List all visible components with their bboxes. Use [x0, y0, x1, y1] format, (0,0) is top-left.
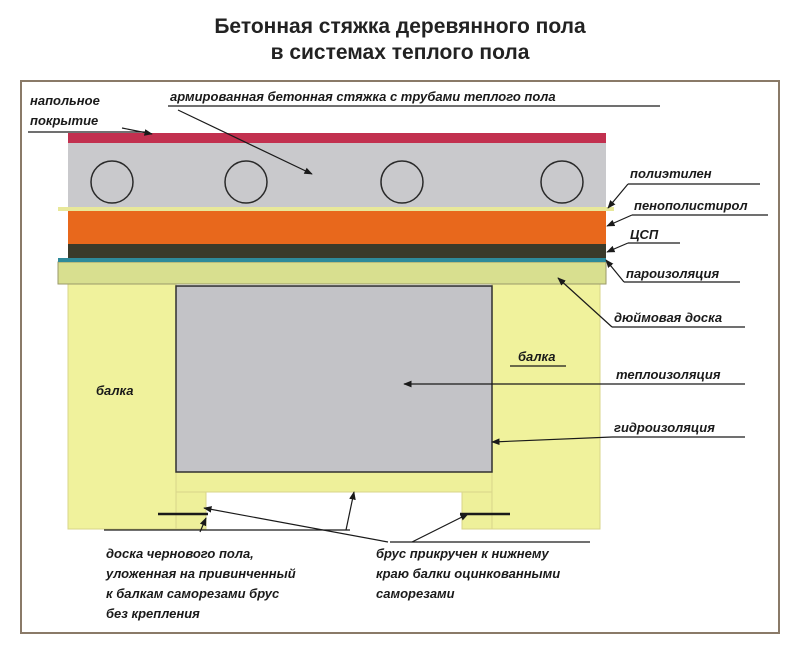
inch-board — [57, 261, 607, 285]
label-bar-2: краю балки оцинкованными — [376, 566, 560, 581]
polystyrene-layer — [68, 211, 606, 244]
leader-subfloor-1 — [345, 491, 356, 531]
beam-left — [67, 283, 177, 530]
label-waterproofing: гидроизоляция — [614, 420, 715, 435]
leader-polyethylene — [607, 183, 629, 209]
leader-subfloor-2 — [199, 517, 207, 533]
leader-bar-right — [411, 513, 469, 543]
leader-polystyrene — [606, 214, 633, 227]
title-line-2: в системах теплого пола — [270, 41, 530, 64]
leader-dsp — [606, 242, 629, 253]
label-screed: армированная бетонная стяжка с трубами т… — [170, 89, 556, 104]
leader-inch-board — [557, 277, 613, 328]
label-polyethylene: полиэтилен — [630, 166, 712, 181]
label-subfloor-3: к балкам саморезами брус — [106, 586, 280, 601]
label-subfloor-2: уложенная на привинченный — [105, 566, 296, 581]
leader-vapor-barrier — [605, 259, 625, 283]
vapor-barrier — [58, 258, 606, 262]
dsp-layer — [68, 244, 606, 258]
heating-pipe — [224, 160, 268, 204]
title-line-1: Бетонная стяжка деревянного пола — [214, 15, 586, 38]
subfloor-bar-right — [461, 491, 493, 530]
beam-right — [491, 283, 601, 530]
leader-bar-left — [203, 506, 389, 543]
label-polystyrene: пенополистирол — [634, 198, 748, 213]
leader-screed — [177, 109, 313, 175]
label-insulation: теплоизоляция — [616, 367, 721, 382]
label-subfloor-4: без крепления — [106, 606, 200, 621]
insulation-block — [175, 285, 493, 473]
floor-covering — [68, 133, 606, 143]
label-vapor-barrier: пароизоляция — [626, 266, 719, 281]
leader-floor-covering — [121, 127, 153, 136]
subfloor-bar-left — [175, 491, 207, 530]
label-dsp: ЦСП — [630, 227, 659, 242]
heating-pipe — [90, 160, 134, 204]
label-bar-3: саморезами — [376, 586, 455, 601]
heating-pipe — [540, 160, 584, 204]
concrete-screed — [68, 143, 606, 207]
heating-pipe — [380, 160, 424, 204]
label-bar-1: брус прикручен к нижнему — [376, 546, 550, 561]
label-floor-covering-2: покрытие — [30, 113, 98, 128]
label-beam-right: балка — [518, 349, 556, 364]
label-beam-left: балка — [96, 383, 134, 398]
subfloor-board — [175, 469, 493, 493]
label-floor-covering-1: напольное — [30, 93, 100, 108]
label-subfloor-1: доска чернового пола, — [106, 546, 254, 561]
leader-waterproofing — [491, 436, 613, 446]
label-inch-board: дюймовая доска — [614, 310, 722, 325]
diagram-frame — [20, 80, 780, 634]
diagram-title: Бетонная стяжка деревянного пола в систе… — [0, 14, 800, 66]
waterproofing-line — [175, 286, 493, 473]
polyethylene-layer — [58, 207, 614, 211]
